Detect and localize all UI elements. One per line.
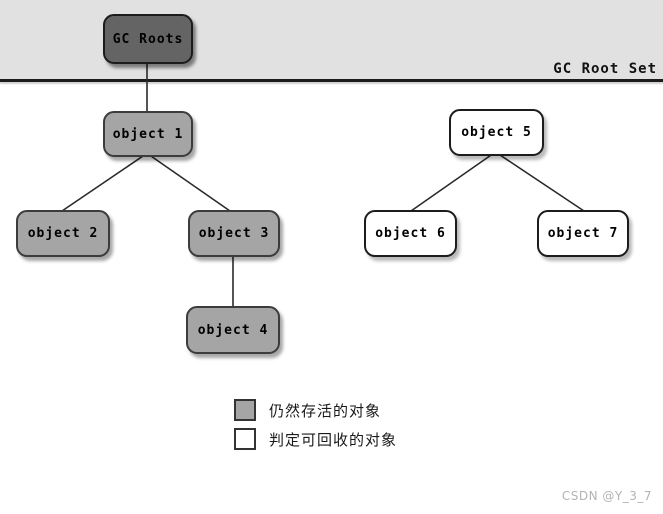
node-object-3: object 3 (188, 210, 280, 257)
gc-root-set-label: GC Root Set (553, 61, 657, 77)
node-gc-roots-label: GC Roots (112, 31, 184, 47)
alive-swatch-icon (234, 399, 256, 421)
node-gc-roots: GC Roots (103, 14, 193, 64)
node-object-4-label: object 4 (197, 322, 269, 338)
node-object-7-label: object 7 (547, 226, 619, 241)
edge-object5-object6 (410, 152, 495, 212)
recyclable-swatch-icon (234, 428, 256, 450)
node-object-5-label: object 5 (461, 125, 532, 140)
edge-object1-object3 (147, 153, 231, 212)
node-object-7: object 7 (537, 210, 629, 257)
node-object-3-label: object 3 (198, 226, 270, 241)
edge-object1-object2 (61, 153, 147, 212)
node-object-5: object 5 (449, 109, 544, 156)
legend-alive-label: 仍然存活的对象 (269, 401, 382, 420)
node-object-6: object 6 (364, 210, 457, 257)
csdn-watermark: CSDN @Y_3_7 (561, 489, 652, 503)
node-object-1: object 1 (103, 111, 193, 157)
legend: 仍然存活的对象 判定可回收的对象 (234, 399, 397, 457)
edge-object5-object7 (496, 152, 585, 212)
node-object-2: object 2 (16, 210, 110, 257)
node-object-6-label: object 6 (375, 226, 446, 241)
node-object-1-label: object 1 (112, 126, 184, 142)
node-object-4: object 4 (186, 306, 280, 354)
node-object-2-label: object 2 (27, 226, 99, 241)
legend-row-alive: 仍然存活的对象 (234, 399, 397, 421)
legend-recyclable-label: 判定可回收的对象 (269, 430, 398, 449)
legend-row-recyclable: 判定可回收的对象 (234, 428, 397, 450)
